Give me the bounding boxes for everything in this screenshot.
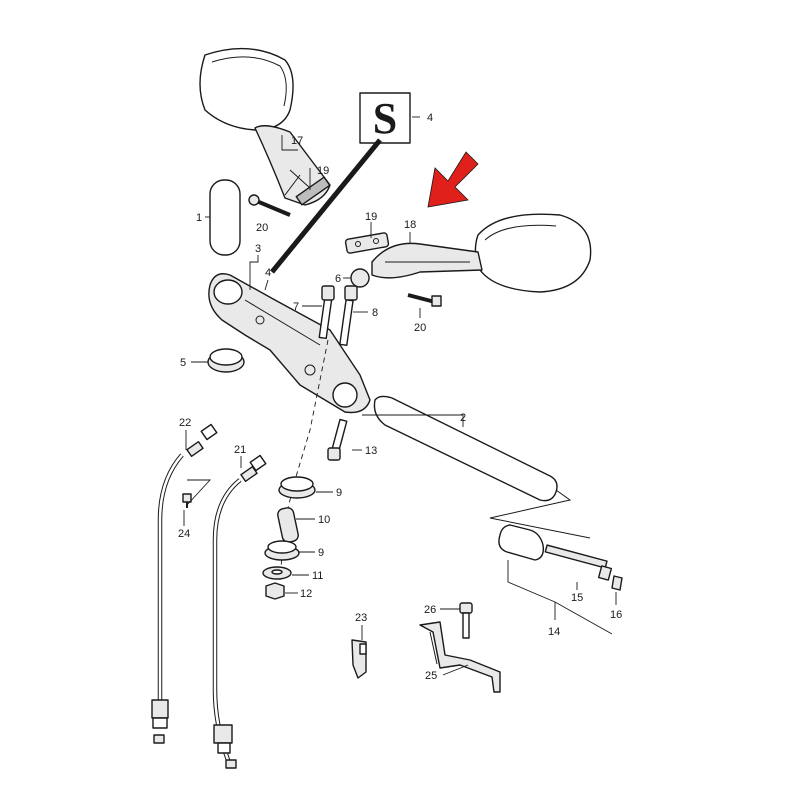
- left-mirror: [199, 47, 331, 206]
- bracket-25: [419, 621, 501, 693]
- bolt-20-left: [248, 194, 291, 217]
- emblem-4: S: [270, 92, 411, 274]
- callout-11: 11: [312, 570, 323, 582]
- cable-22: [151, 423, 218, 744]
- damper-5: [207, 348, 245, 373]
- bolt-26: [459, 602, 473, 639]
- callout-25: 25: [425, 670, 437, 682]
- callout-19-right: 19: [365, 211, 377, 223]
- bracket-19: [344, 232, 390, 254]
- callout-4-emblem: 4: [427, 112, 433, 124]
- callout-numbers: 4 17 19 1 20 3 4 19 18 6 7 8 20 5 2 22 2…: [178, 112, 622, 682]
- callout-12: 12: [300, 588, 312, 600]
- balancer-14: [498, 524, 623, 591]
- callout-24: 24: [178, 528, 190, 540]
- bolt-8: [339, 285, 358, 347]
- callout-3: 3: [255, 243, 261, 255]
- plug-6: [350, 268, 370, 288]
- callout-22: 22: [179, 417, 191, 429]
- washer-11: [262, 566, 292, 580]
- callout-16: 16: [610, 609, 622, 621]
- bolt-13: [327, 418, 348, 461]
- grip-1: [209, 179, 241, 256]
- callout-21: 21: [234, 444, 246, 456]
- leader-lines: [183, 116, 617, 676]
- damper-9-upper: [278, 476, 316, 499]
- callout-2: 2: [460, 412, 466, 424]
- highlight-arrow: [427, 151, 479, 208]
- screw-24: [182, 493, 192, 508]
- callout-4-holder: 4: [265, 267, 271, 279]
- nut-12: [265, 582, 285, 600]
- emblem-glyph: S: [373, 94, 397, 143]
- handlebar-2: [373, 395, 591, 539]
- callout-10: 10: [318, 514, 330, 526]
- callout-19-left: 19: [317, 165, 329, 177]
- callout-1: 1: [196, 212, 202, 224]
- callout-9-lower: 9: [318, 547, 324, 559]
- callout-8: 8: [372, 307, 378, 319]
- callout-15: 15: [571, 592, 583, 604]
- callout-17: 17: [291, 135, 303, 147]
- spacer-10: [277, 507, 299, 543]
- callout-14: 14: [548, 626, 560, 638]
- bracket-23: [351, 639, 367, 679]
- bolt-7: [318, 285, 335, 340]
- damper-9-lower: [264, 540, 300, 561]
- bolt-20-right: [407, 293, 442, 307]
- callout-20-left: 20: [256, 222, 268, 234]
- callout-9-upper: 9: [336, 487, 342, 499]
- callout-20-right: 20: [414, 322, 426, 334]
- callout-26: 26: [424, 604, 436, 616]
- callout-7: 7: [293, 301, 299, 313]
- callout-13: 13: [365, 445, 377, 457]
- right-mirror: [371, 213, 592, 293]
- handlebar-holder-3: [208, 273, 371, 414]
- cable-21: [212, 454, 267, 769]
- callout-6: 6: [335, 273, 341, 285]
- callout-23: 23: [355, 612, 367, 624]
- callout-18: 18: [404, 219, 416, 231]
- callout-5: 5: [180, 357, 186, 369]
